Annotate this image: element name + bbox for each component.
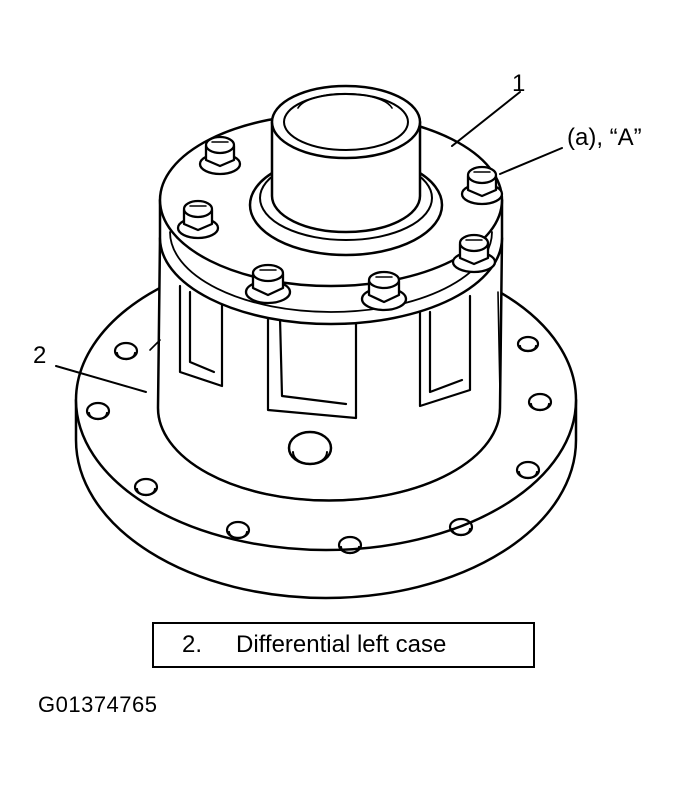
- callout-1: 1: [512, 70, 526, 97]
- leader-line-1: [451, 91, 521, 147]
- leader-line-a: [499, 147, 563, 175]
- caption-box: 2. Differential left case: [152, 622, 535, 668]
- caption-number: 2.: [182, 631, 203, 658]
- leader-line-2: [55, 365, 147, 393]
- flange-bolt-holes: [85, 335, 553, 555]
- bolts: [176, 135, 504, 312]
- callout-2: 2: [33, 342, 47, 369]
- figure-id: G01374765: [38, 692, 158, 717]
- callout-a: (a), “A”: [567, 124, 642, 151]
- leader-lines: [55, 91, 563, 393]
- caption-text: Differential left case: [236, 631, 447, 658]
- central-hub: [248, 84, 444, 257]
- body-hole: [287, 430, 333, 466]
